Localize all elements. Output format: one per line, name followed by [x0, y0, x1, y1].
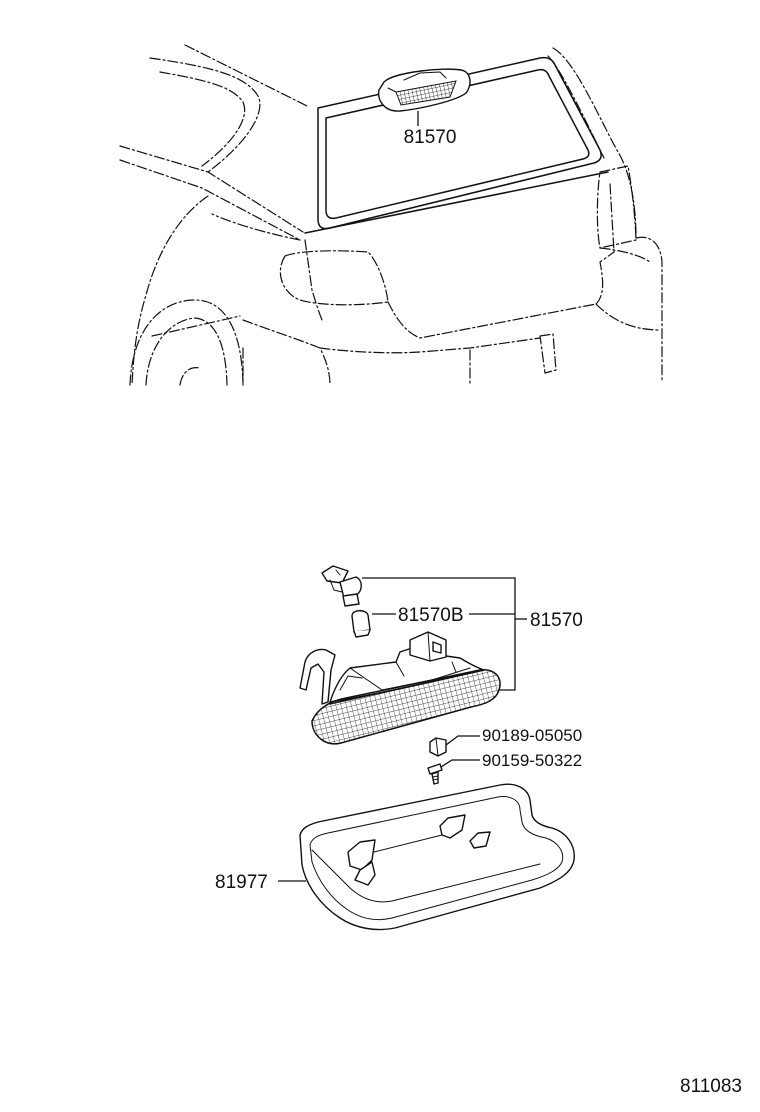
callout-lamp-assembly: 81570: [530, 610, 583, 631]
rear-window: [304, 56, 609, 234]
lamp-assembly: [299, 631, 501, 745]
wedge-bulb: [351, 609, 371, 638]
high-mount-stop-lamp-installed: [377, 68, 471, 112]
figure-number: 811083: [680, 1076, 742, 1097]
callout-bulb: 81570B: [398, 605, 464, 626]
clip: [429, 737, 447, 757]
callout-lamp-on-vehicle: 81570: [404, 127, 457, 148]
leader-lines-lamp-assembly: [362, 577, 527, 691]
callout-cover: 81977: [215, 872, 268, 893]
callout-clip: 90189-05050: [482, 726, 582, 745]
leader-line-clip: [445, 735, 480, 746]
leader-line-screw: [440, 759, 480, 768]
screw: [427, 763, 443, 785]
callout-screw: 90159-50322: [482, 751, 582, 770]
lamp-cover: [299, 783, 575, 931]
lamp-socket: [321, 565, 362, 607]
